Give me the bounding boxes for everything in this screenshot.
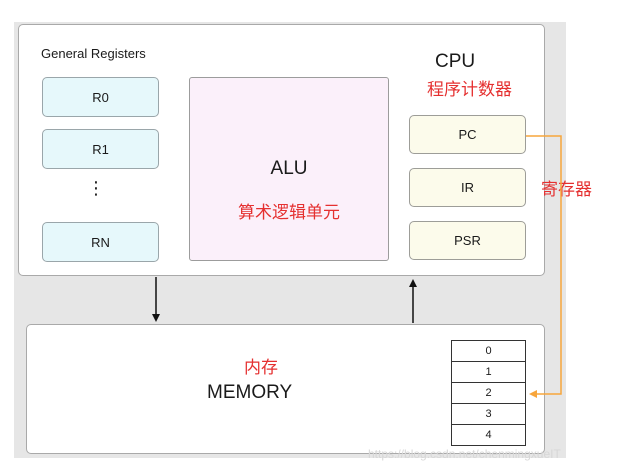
register-r1: R1: [42, 129, 159, 169]
alu-box: [189, 77, 389, 261]
register-ir: IR: [409, 168, 526, 207]
alu-label: ALU: [270, 158, 308, 179]
cpu-title: CPU: [435, 51, 476, 72]
register-r0: R0: [42, 77, 159, 117]
memory-cell-4: 4: [451, 424, 526, 446]
alu-label-cn: 算术逻辑单元: [238, 203, 340, 222]
pc-to-memory-arrow: [526, 135, 562, 398]
register-pc: PC: [409, 115, 526, 154]
register-label-cn: 寄存器: [541, 180, 592, 199]
memory-label: MEMORY: [207, 382, 293, 403]
register-rn: RN: [42, 222, 159, 262]
memory-label-cn: 内存: [244, 358, 278, 377]
program-counter-label-cn: 程序计数器: [427, 80, 512, 99]
watermark: https://blog.csdn.net/chenmingxueIT: [368, 447, 561, 461]
register-psr: PSR: [409, 221, 526, 260]
general-registers-label: General Registers: [41, 46, 146, 61]
register-ellipsis: ⋮: [87, 178, 105, 198]
